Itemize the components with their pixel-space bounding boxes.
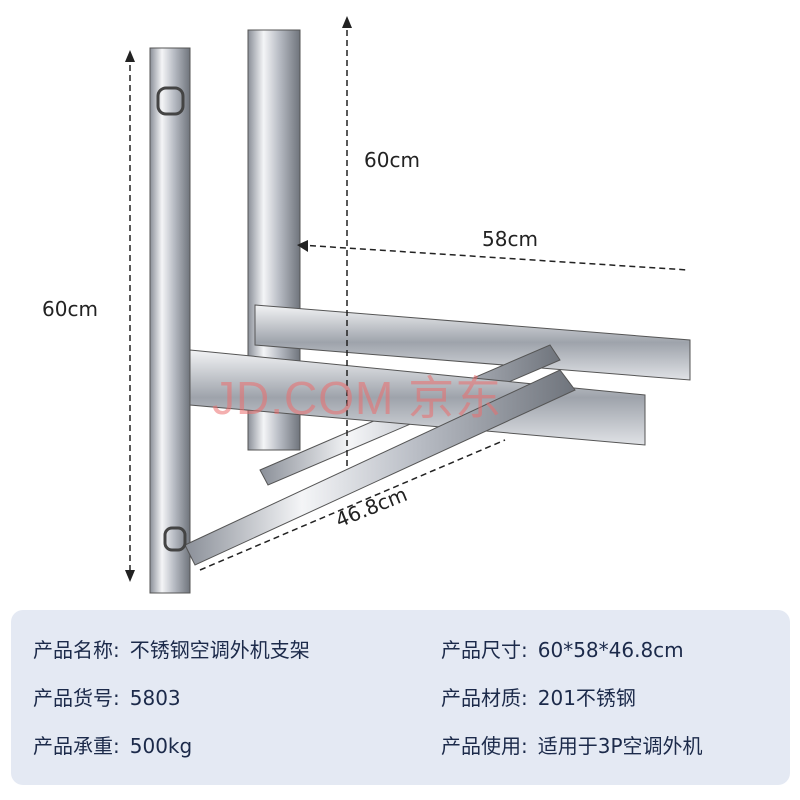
arm-length-label: 58cm xyxy=(482,227,538,251)
spec-size: 产品尺寸: 60*58*46.8cm xyxy=(441,634,684,663)
spec-panel: 产品名称: 不锈钢空调外机支架 产品尺寸: 60*58*46.8cm 产品货号: 58… xyxy=(11,610,790,785)
spec-value: 201不锈钢 xyxy=(537,686,636,710)
spec-label: 产品货号: xyxy=(33,686,120,710)
spec-label: 产品名称: xyxy=(33,638,120,662)
spec-value: 60*58*46.8cm xyxy=(537,638,684,662)
spec-label: 产品尺寸: xyxy=(441,638,528,662)
spec-name: 产品名称: 不锈钢空调外机支架 xyxy=(33,634,310,663)
height-right-label: 60cm xyxy=(364,148,420,172)
spec-label: 产品材质: xyxy=(441,686,528,710)
spec-value: 适用于3P空调外机 xyxy=(537,734,703,758)
spec-material: 产品材质: 201不锈钢 xyxy=(441,682,636,711)
spec-value: 不锈钢空调外机支架 xyxy=(129,638,310,662)
bracket-illustration xyxy=(125,16,691,594)
spec-value: 500kg xyxy=(129,734,193,758)
spec-item-no: 产品货号: 5803 xyxy=(33,682,181,711)
spec-label: 产品使用: xyxy=(441,734,528,758)
spec-usage: 产品使用: 适用于3P空调外机 xyxy=(441,730,703,759)
front-bracket xyxy=(149,47,646,594)
dimension-arrows xyxy=(125,16,352,582)
spec-value: 5803 xyxy=(129,686,181,710)
height-left-label: 60cm xyxy=(42,297,98,321)
dimension-lines xyxy=(129,20,689,578)
spec-load: 产品承重: 500kg xyxy=(33,730,192,759)
watermark: JD.COM 京东 xyxy=(212,372,503,424)
spec-label: 产品承重: xyxy=(33,734,120,758)
